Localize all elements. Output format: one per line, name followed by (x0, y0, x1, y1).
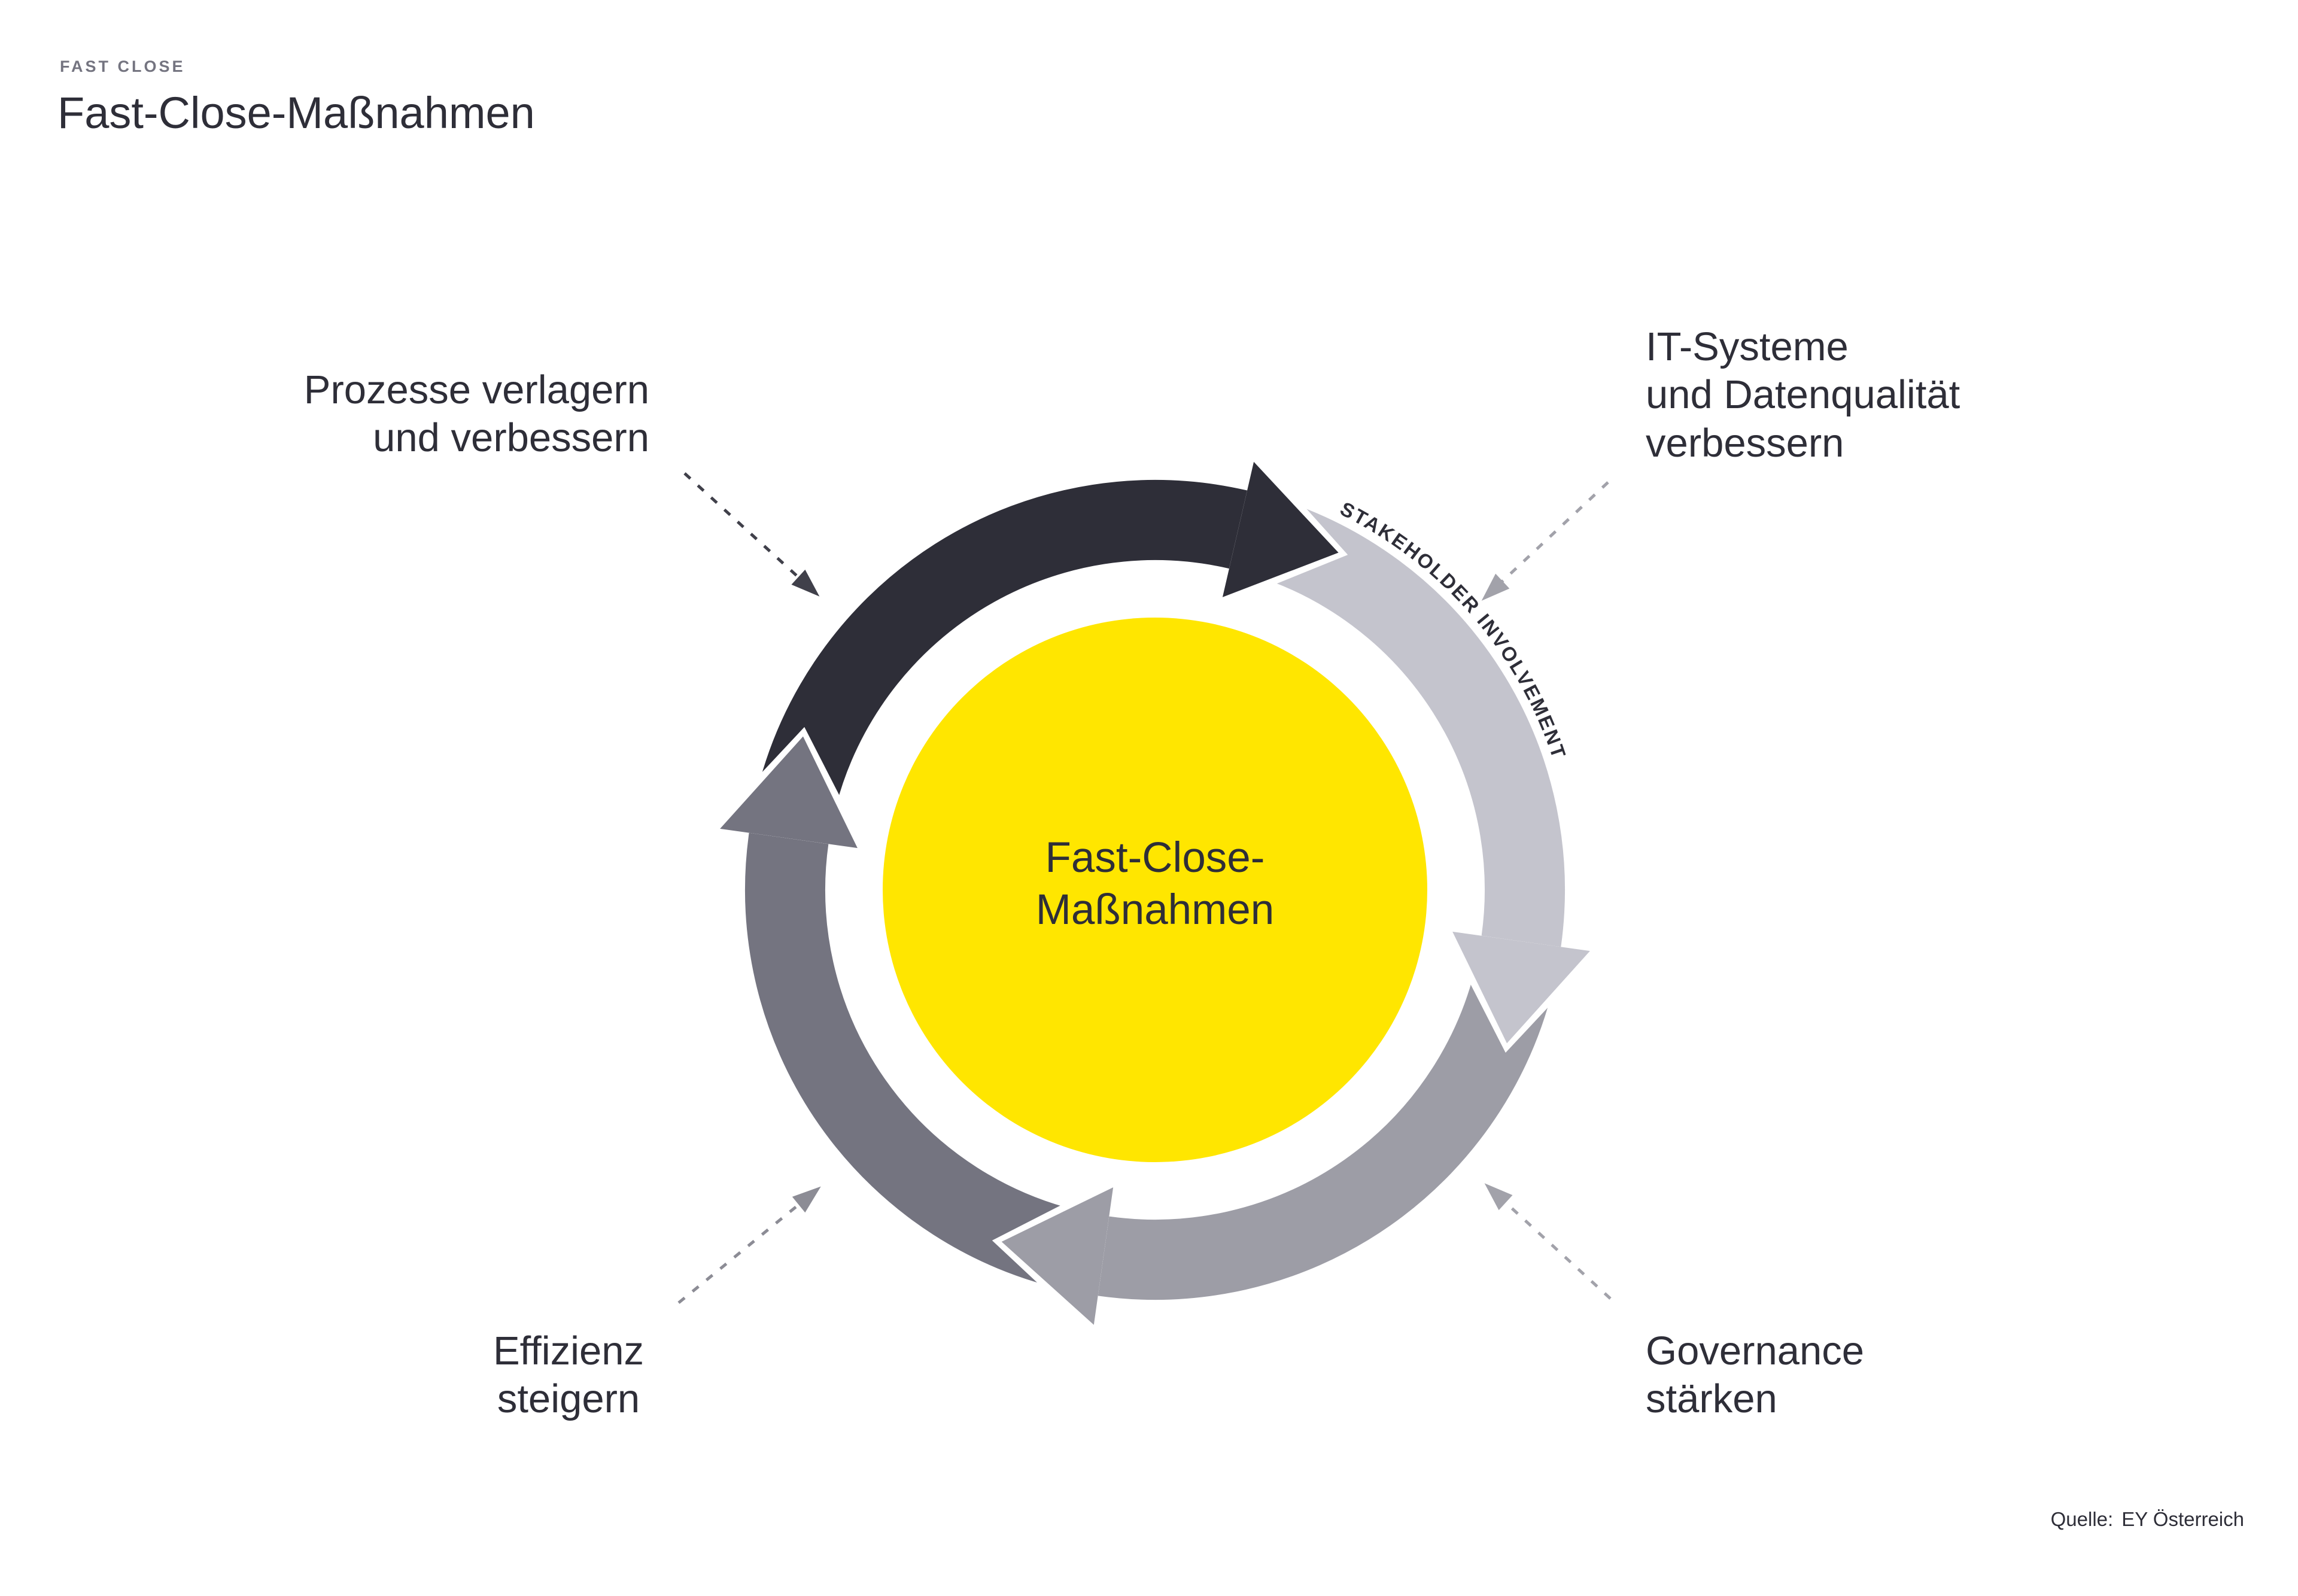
callout-line: steigern (497, 1376, 640, 1422)
ring-arrow-top-left (1222, 461, 1339, 597)
connector-governance (1488, 1186, 1612, 1300)
callout-governance: Governance stärken (1646, 1327, 1864, 1424)
callout-line: und Datenqualität (1646, 372, 1960, 418)
source-value: EY Österreich (2121, 1508, 2244, 1530)
eyebrow-label: FAST CLOSE (60, 57, 186, 75)
ring-arrow-bottom-left (720, 736, 858, 849)
center-label-line2: Maßnahmen (1035, 886, 1275, 934)
source-label: Quelle: (2050, 1508, 2114, 1530)
callout-line: Prozesse verlagern (303, 367, 649, 412)
callout-line: IT-Systeme (1646, 324, 1849, 369)
callout-it-systeme: IT-Systeme und Datenqualität verbessern (1646, 323, 1960, 467)
center-label: Fast-Close- Maßnahmen (883, 832, 1427, 937)
connector-it-systeme (1485, 481, 1609, 598)
callout-line: verbessern (1646, 420, 1844, 466)
callout-line: Effizienz (493, 1329, 644, 1373)
page-title: Fast-Close-Maßnahmen (57, 88, 535, 138)
callout-effizienz: Effizienz steigern (419, 1327, 718, 1424)
callout-prozesse: Prozesse verlagern und verbessern (304, 366, 649, 463)
connector-arrowhead-effizienz (792, 1186, 821, 1213)
ring-arc-bottom-right (1098, 958, 1557, 1300)
callout-line: und verbessern (373, 415, 649, 461)
connector-effizienz (677, 1189, 817, 1304)
center-label-line1: Fast-Close- (1045, 834, 1265, 881)
ring-arc-top-right (1251, 497, 1565, 947)
connector-arrowhead-it-systeme (1481, 573, 1510, 601)
connector-arrowhead-prozesse (791, 569, 820, 597)
source-note: Quelle: EY Österreich (2051, 1508, 2244, 1531)
ring-arrow-top-right (1452, 931, 1590, 1044)
connector-arrowhead-governance (1484, 1183, 1513, 1211)
connector-prozesse (683, 472, 816, 594)
callout-line: stärken (1646, 1376, 1777, 1422)
ring-arrow-bottom-right (1001, 1187, 1114, 1325)
center-circle (883, 618, 1427, 1162)
ring-arc-top-left (753, 480, 1248, 822)
callout-line: Governance (1646, 1329, 1864, 1373)
ring-arc-bottom-left (745, 832, 1087, 1291)
